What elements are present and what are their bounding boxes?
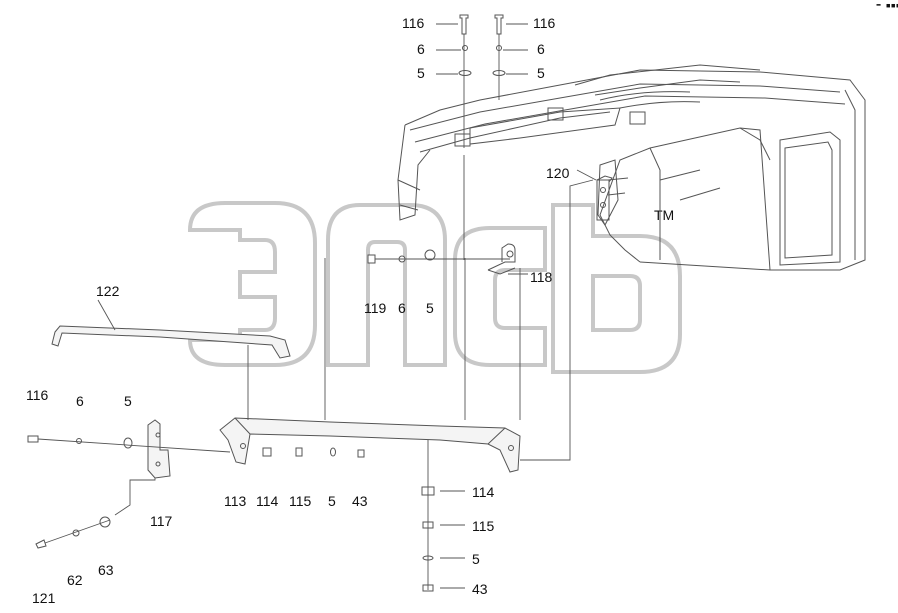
assembly-lines — [37, 23, 597, 590]
bracket-118 — [487, 243, 516, 275]
callout-6: 6 — [537, 41, 545, 57]
callout-117: 117 — [150, 513, 173, 529]
callout-6: 6 — [398, 300, 406, 316]
callout-122: 122 — [96, 283, 120, 299]
callout-6: 6 — [76, 393, 84, 409]
callout-114: 114 — [472, 484, 495, 500]
callout-6: 6 — [417, 41, 425, 57]
callout-121: 121 — [32, 590, 56, 606]
callout-116: 116 — [533, 15, 556, 31]
beam-113 — [219, 417, 521, 473]
callout-114: 114 — [256, 493, 279, 509]
callout-118: 118 — [530, 269, 553, 285]
bracket-120 — [596, 175, 613, 221]
callout-5: 5 — [472, 551, 480, 567]
callout-63: 63 — [98, 562, 114, 578]
corner-mark: ⁃ ▪▪▪ — [875, 0, 898, 13]
trademark-mark: TM — [654, 207, 674, 223]
watermark-logo: TM — [187, 201, 682, 374]
cab-frame-illustration — [397, 64, 866, 271]
callout-119: 119 — [364, 300, 387, 316]
bar-122 — [51, 325, 291, 359]
callout-5: 5 — [537, 65, 545, 81]
callout-5: 5 — [124, 393, 132, 409]
callout-62: 62 — [67, 572, 83, 588]
callout-43: 43 — [352, 493, 368, 509]
callout-43: 43 — [472, 581, 488, 597]
callout-5: 5 — [426, 300, 434, 316]
callout-116: 116 — [402, 15, 425, 31]
fasteners — [27, 14, 506, 592]
callout-5: 5 — [417, 65, 425, 81]
callout-113: 113 — [224, 493, 247, 509]
bracket-117 — [147, 419, 171, 479]
callout-115: 115 — [289, 493, 312, 509]
callout-116: 116 — [26, 387, 49, 403]
callout-115: 115 — [472, 518, 495, 534]
callout-labels: 116 116 6 6 5 5 120 118 119 6 5 122 116 … — [26, 15, 570, 606]
callout-5: 5 — [328, 493, 336, 509]
callout-120: 120 — [546, 165, 570, 181]
